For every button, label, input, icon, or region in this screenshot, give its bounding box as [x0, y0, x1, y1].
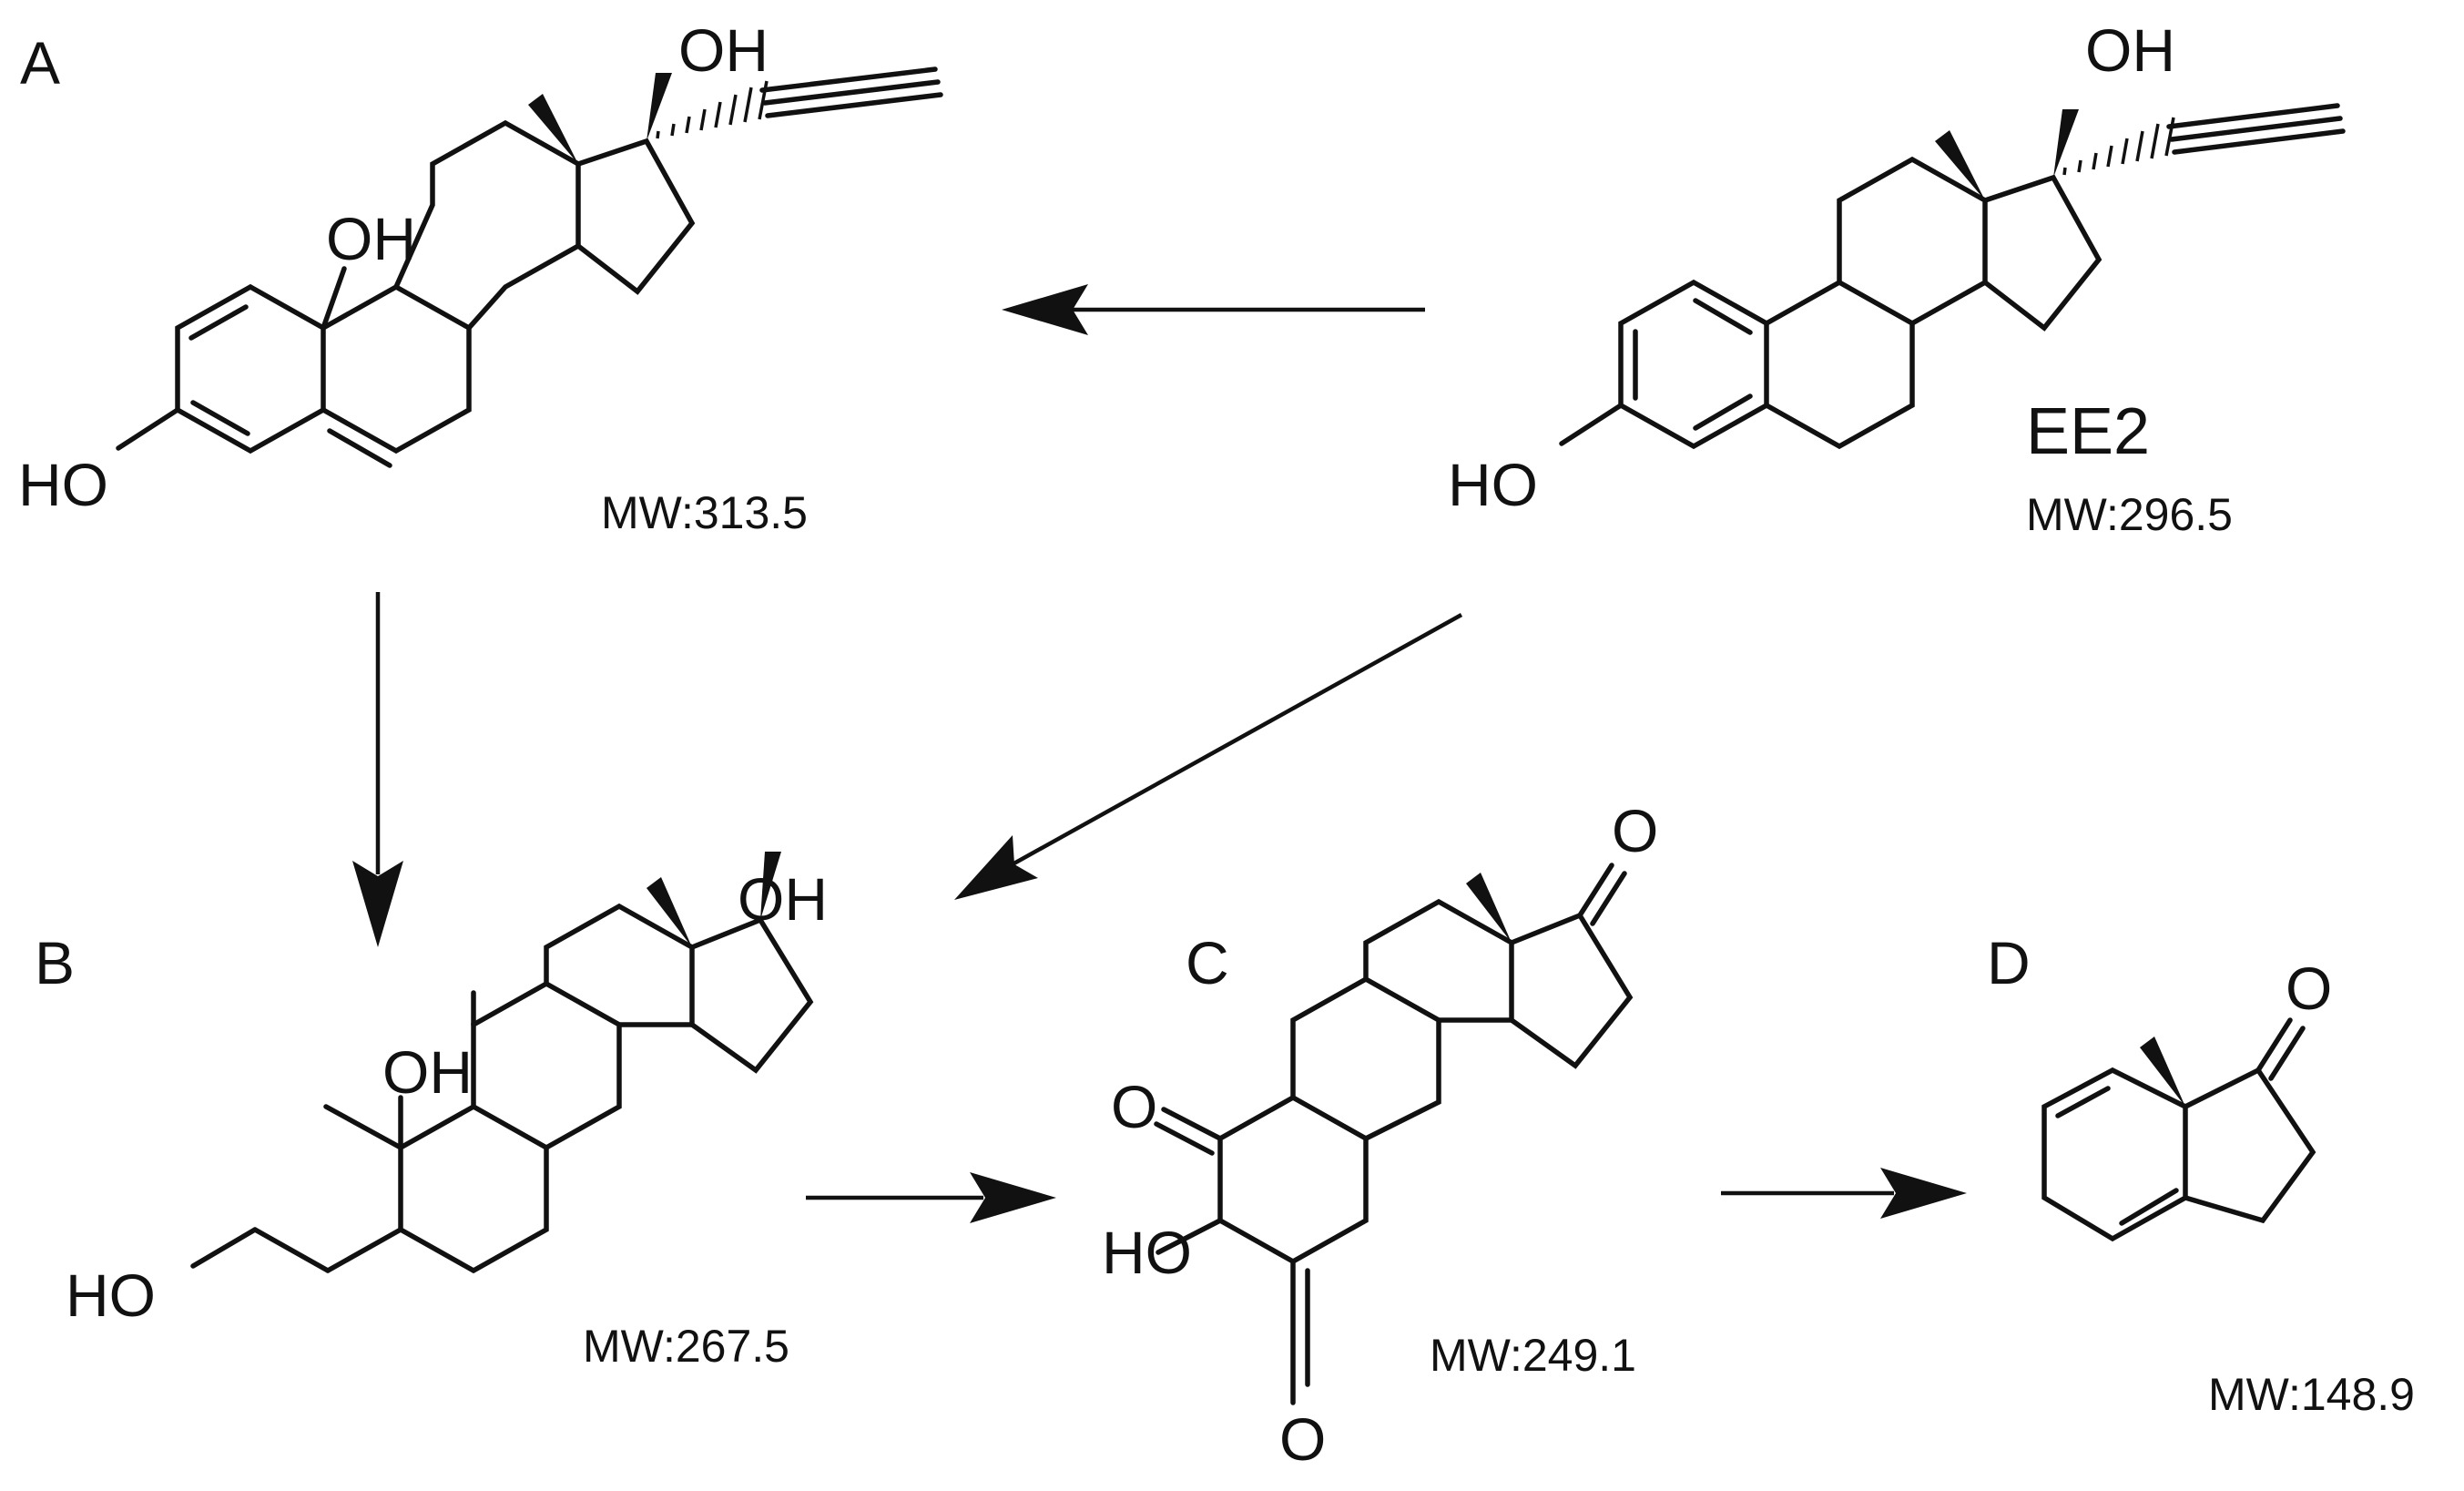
- compound-ee2-name: EE2: [2026, 395, 2150, 468]
- compound-d-mw: MW:148.9: [2208, 1369, 2415, 1420]
- compound-c-structure: [1154, 863, 1634, 1405]
- compound-b-structure: [190, 852, 814, 1274]
- compound-a-9-oh: OH: [326, 205, 416, 272]
- compound-ee2-17-oh: OH: [2085, 16, 2175, 84]
- compound-b-tertiary-oh: OH: [382, 1038, 473, 1106]
- compound-a-mw: MW:313.5: [601, 487, 808, 538]
- panel-label-b: B: [35, 929, 75, 996]
- panel-label-a: A: [20, 29, 60, 97]
- arrow-ee2-to-a: [1002, 284, 1425, 335]
- compound-ee2-3-ho: HO: [1448, 451, 1538, 518]
- compound-c-17-oxo: O: [1612, 797, 1658, 864]
- arrow-b-to-c: [806, 1172, 1056, 1223]
- panel-label-c: C: [1186, 929, 1229, 996]
- arrow-ee2-to-b: [954, 613, 1463, 900]
- compound-b-17-oh: OH: [738, 865, 828, 933]
- compound-b-mw: MW:267.5: [583, 1321, 789, 1372]
- compound-b-terminal-ho: HO: [66, 1261, 156, 1329]
- compound-c-ho: HO: [1102, 1219, 1192, 1286]
- compound-c-ring-oxo-1: O: [1111, 1073, 1157, 1140]
- compound-c-ring-oxo-2: O: [1279, 1405, 1326, 1473]
- compound-d-oxo: O: [2286, 955, 2332, 1022]
- compound-c-mw: MW:249.1: [1430, 1330, 1636, 1381]
- arrow-c-to-d: [1721, 1168, 1967, 1219]
- panel-label-d: D: [1987, 929, 2031, 996]
- compound-ee2-mw: MW:296.5: [2026, 489, 2233, 540]
- compound-a-3-ho: HO: [18, 451, 108, 518]
- compound-ee2-structure: [1559, 103, 2346, 450]
- compound-d-structure: [2041, 1017, 2316, 1242]
- compound-a-17-oh: OH: [678, 16, 769, 84]
- compound-a-structure: [116, 66, 943, 468]
- arrow-a-to-b: [352, 592, 403, 947]
